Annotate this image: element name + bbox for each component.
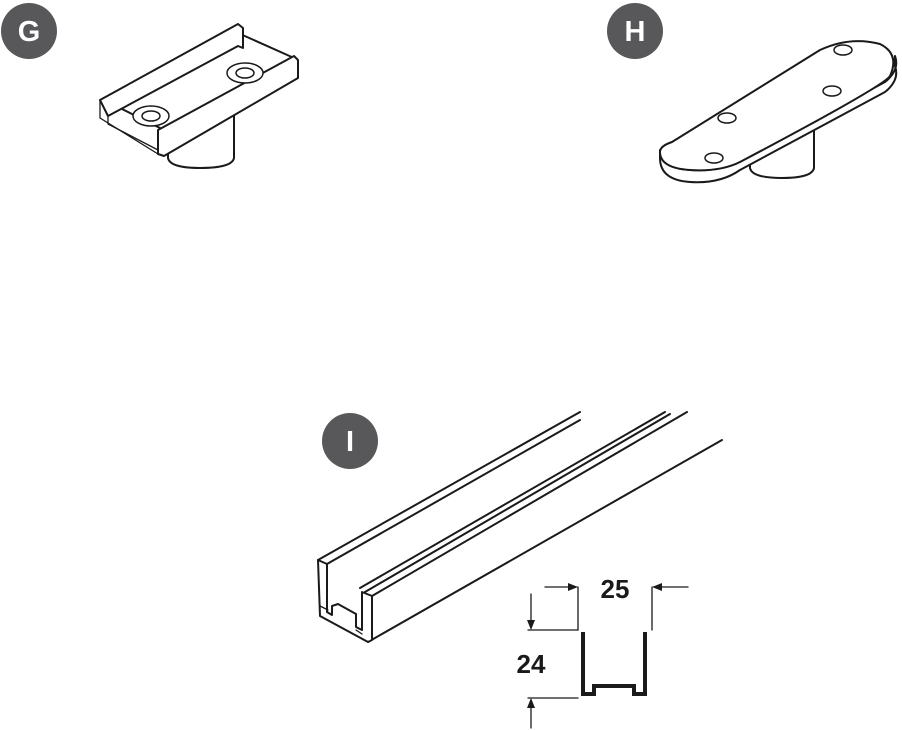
part-i-badge-circle (322, 413, 378, 469)
part-i-rail (317, 411, 723, 643)
part-h-boss (749, 127, 815, 179)
part-h-plate-top (659, 40, 895, 172)
part-h-hole-3 (717, 112, 737, 124)
width-arrow-right-head (652, 583, 662, 591)
part-i-edge-front-top (371, 411, 688, 597)
part-i-edge-front-bottom (367, 439, 723, 643)
part-g-hole-left-inner (141, 110, 161, 122)
part-h-badge-circle (607, 3, 663, 59)
part-i-end-detail (319, 605, 363, 635)
part-g-badge-label: G (18, 16, 41, 48)
part-h-badge: H (607, 3, 663, 59)
part-g-badge-circle (1, 3, 57, 59)
part-i-edge-channel-2 (364, 413, 671, 593)
part-i-badge-label: I (346, 426, 354, 458)
part-g-bracket (99, 23, 299, 169)
part-i-edge-channel-1 (359, 411, 666, 589)
part-h-hole-2 (822, 85, 842, 97)
part-h-hole-4 (704, 152, 724, 164)
part-g-hole-right-inner (235, 67, 255, 79)
part-i-section: 25 24 (517, 574, 689, 729)
width-dimension-label: 25 (601, 574, 630, 604)
part-i-section-profile (581, 632, 647, 696)
height-arrow-bottom-head (527, 698, 535, 708)
part-h: H (607, 3, 898, 184)
part-g-edge (107, 115, 159, 151)
width-arrow-left-head (568, 583, 578, 591)
part-g: G (1, 3, 299, 169)
part-h-badge-label: H (625, 16, 646, 48)
part-i: I 25 (317, 411, 723, 729)
part-g-edge-2 (99, 99, 159, 155)
part-i-badge: I (322, 413, 378, 469)
height-arrow-top-head (527, 620, 535, 630)
part-i-edge-back-top (317, 411, 581, 561)
part-g-badge: G (1, 3, 57, 59)
part-h-hole-1 (833, 44, 853, 56)
part-i-edge-back-inner (326, 419, 581, 565)
part-i-end-profile (317, 559, 373, 643)
part-h-plate (659, 40, 898, 184)
height-dimension-label: 24 (517, 649, 546, 679)
